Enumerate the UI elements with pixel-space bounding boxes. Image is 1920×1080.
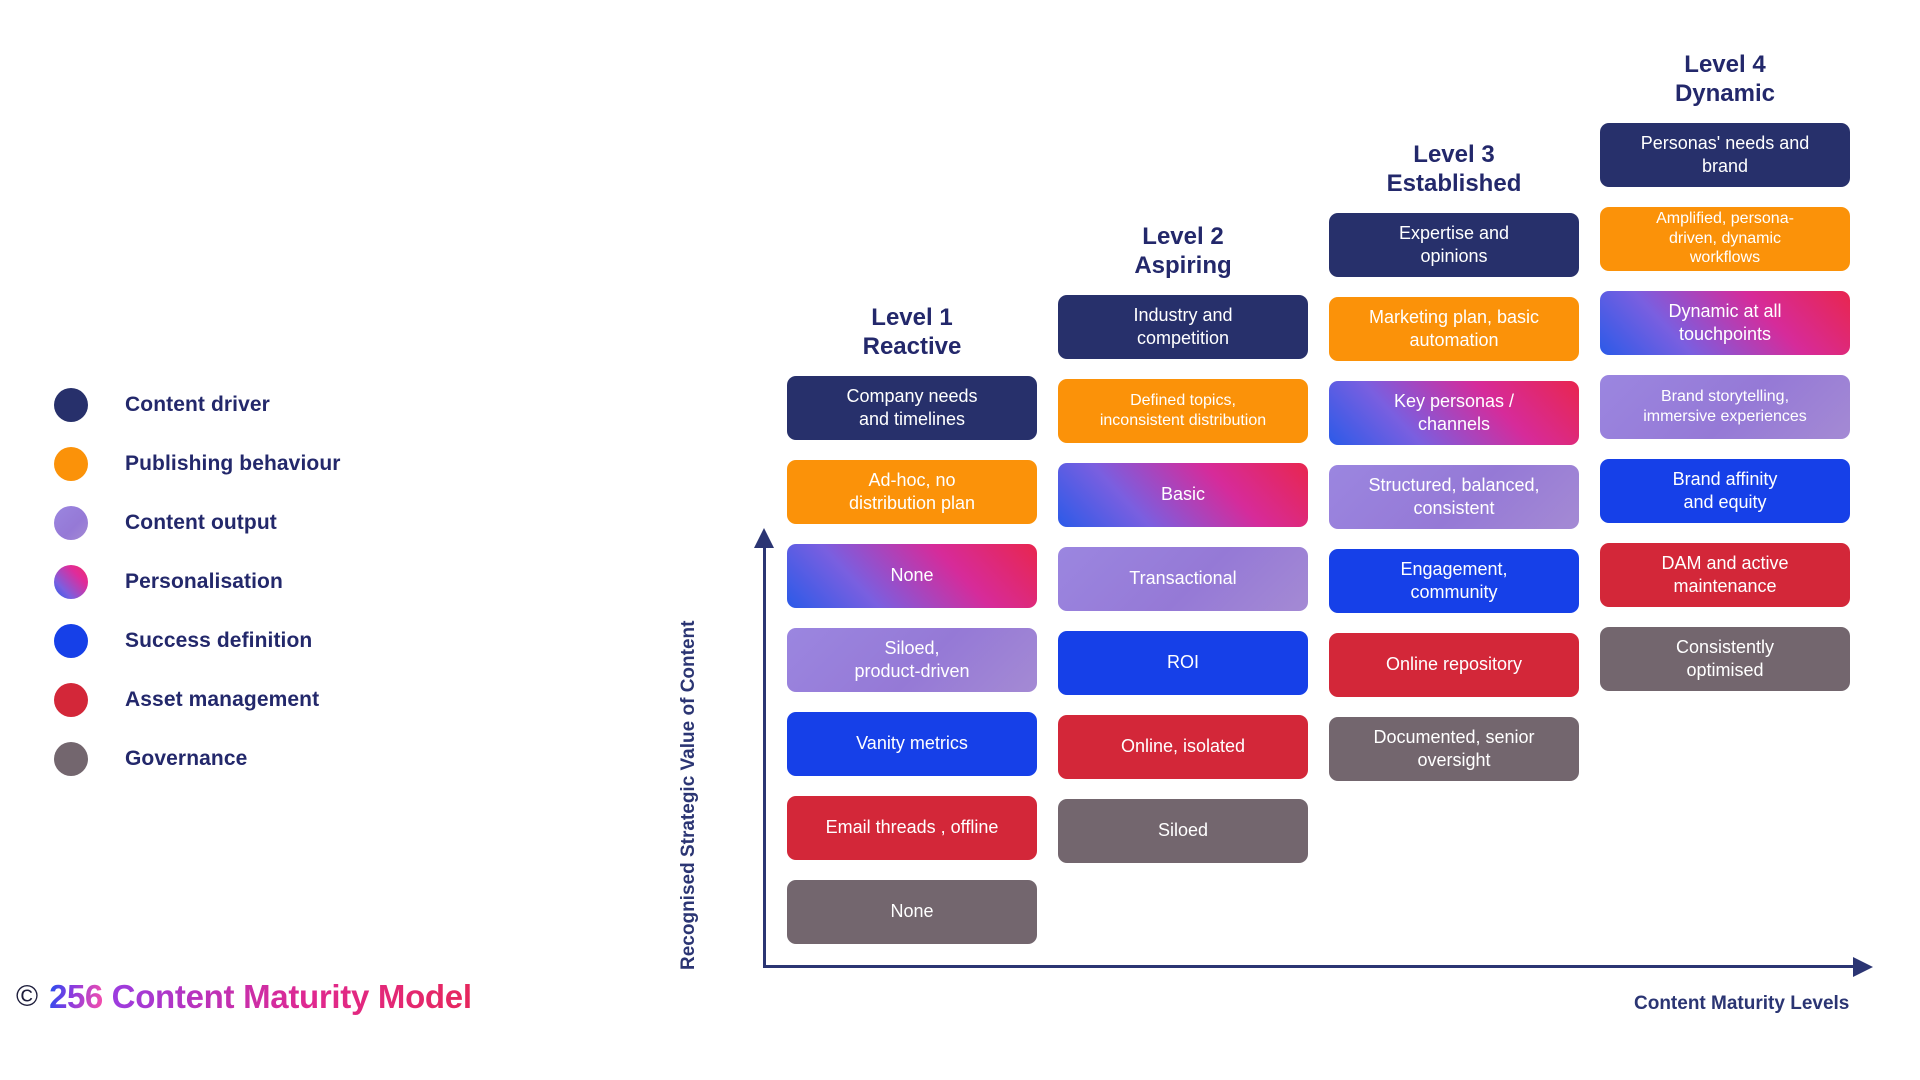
driver-swatch-icon <box>54 387 88 422</box>
cell-level3-output[interactable]: Structured, balanced, consistent <box>1329 464 1579 529</box>
cell-level3-personal[interactable]: Key personas / channels <box>1329 380 1579 445</box>
cell-level3-governance[interactable]: Documented, senior oversight <box>1329 716 1579 781</box>
cell-level4-governance[interactable]: Consistently optimised <box>1600 626 1850 691</box>
cell-level2-driver[interactable]: Industry and competition <box>1058 294 1308 359</box>
cell-level1-output[interactable]: Siloed, product-driven <box>787 627 1037 692</box>
cell-level1-driver[interactable]: Company needs and timelines <box>787 375 1037 440</box>
legend-item-label: Content driver <box>125 392 270 416</box>
cell-level2-governance[interactable]: Siloed <box>1058 798 1308 863</box>
output-swatch-icon <box>54 505 88 540</box>
cell-level1-asset[interactable]: Email threads , offline <box>787 795 1037 860</box>
cell-level3-publishing[interactable]: Marketing plan, basic automation <box>1329 296 1579 361</box>
cell-level3-driver[interactable]: Expertise and opinions <box>1329 212 1579 277</box>
cell-level2-asset[interactable]: Online, isolated <box>1058 714 1308 779</box>
cell-level4-personal[interactable]: Dynamic at all touchpoints <box>1600 290 1850 355</box>
legend-item-asset: Asset management <box>40 670 460 729</box>
legend-item-governance: Governance <box>40 729 460 788</box>
footer-brand: © 256 Content Maturity Model <box>16 978 472 1016</box>
column-title-level3: Level 3 Established <box>1386 141 1522 198</box>
cell-level4-asset[interactable]: DAM and active maintenance <box>1600 542 1850 607</box>
asset-swatch-icon <box>54 682 88 717</box>
cell-level2-publishing[interactable]: Defined topics, inconsistent distributio… <box>1058 378 1308 443</box>
legend-item-success: Success definition <box>40 611 460 670</box>
brand-title: Content Maturity Model <box>111 978 472 1015</box>
cell-level2-personal[interactable]: Basic <box>1058 462 1308 527</box>
legend-item-label: Personalisation <box>125 569 283 593</box>
legend-item-publishing: Publishing behaviour <box>40 434 460 493</box>
legend-item-label: Publishing behaviour <box>125 451 341 475</box>
x-axis-arrow-icon <box>1853 957 1873 977</box>
x-axis-label: Content Maturity Levels <box>1634 993 1850 1014</box>
y-axis-arrow-icon <box>754 528 774 548</box>
cell-level4-output[interactable]: Brand storytelling, immersive experience… <box>1600 374 1850 439</box>
brand-number: 256 <box>49 978 103 1015</box>
cell-level2-output[interactable]: Transactional <box>1058 546 1308 611</box>
governance-swatch-icon <box>54 741 88 776</box>
cell-level4-driver[interactable]: Personas' needs and brand <box>1600 122 1850 187</box>
cell-level3-asset[interactable]: Online repository <box>1329 632 1579 697</box>
legend-item-driver: Content driver <box>40 375 460 434</box>
legend-item-output: Content output <box>40 493 460 552</box>
legend-item-personal: Personalisation <box>40 552 460 611</box>
cell-level2-success[interactable]: ROI <box>1058 630 1308 695</box>
publishing-swatch-icon <box>54 446 88 481</box>
cell-level1-personal[interactable]: None <box>787 543 1037 608</box>
legend-item-label: Content output <box>125 510 277 534</box>
column-title-level1: Level 1 Reactive <box>862 304 962 361</box>
cell-level4-success[interactable]: Brand affinity and equity <box>1600 458 1850 523</box>
column-title-level2: Level 2 Aspiring <box>1134 223 1232 280</box>
y-axis-label: Recognised Strategic Value of Content <box>678 540 726 970</box>
y-axis-line <box>763 545 766 967</box>
legend-item-label: Asset management <box>125 687 320 711</box>
cell-level3-success[interactable]: Engagement, community <box>1329 548 1579 613</box>
personal-swatch-icon <box>54 564 88 599</box>
success-swatch-icon <box>54 623 88 658</box>
legend-item-label: Success definition <box>125 628 313 652</box>
legend-item-label: Governance <box>125 746 248 770</box>
y-axis-label-text: Recognised Strategic Value of Content <box>678 620 699 970</box>
cell-level1-governance[interactable]: None <box>787 879 1037 944</box>
cell-level4-publishing[interactable]: Amplified, persona- driven, dynamic work… <box>1600 206 1850 271</box>
cell-level1-success[interactable]: Vanity metrics <box>787 711 1037 776</box>
x-axis-line <box>763 965 1856 968</box>
copyright-icon: © <box>16 980 39 1013</box>
cell-level1-publishing[interactable]: Ad-hoc, no distribution plan <box>787 459 1037 524</box>
column-title-level4: Level 4 Dynamic <box>1674 51 1776 108</box>
